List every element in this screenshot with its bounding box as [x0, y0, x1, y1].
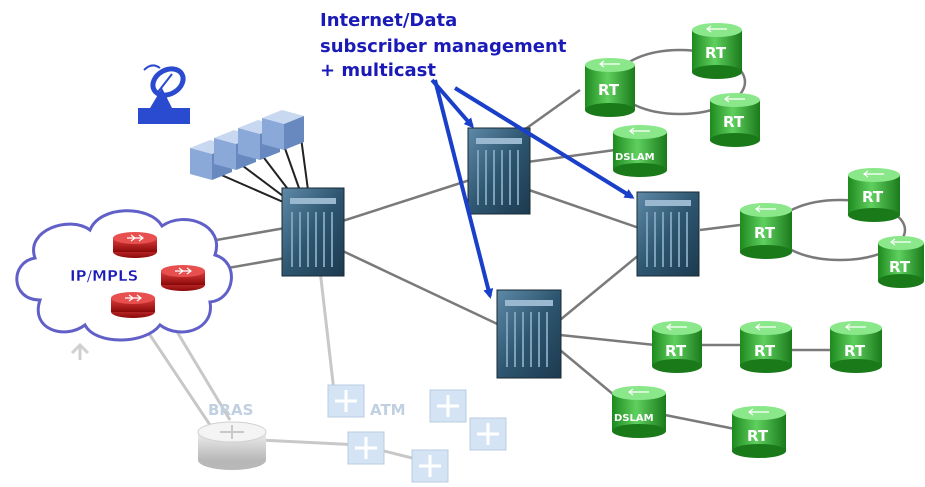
rt-label: RT [862, 188, 884, 206]
rt-label: RT [723, 113, 745, 131]
atm-switch-3 [469, 417, 507, 451]
core-switch-3 [636, 191, 700, 277]
router-red-1 [113, 232, 157, 258]
atm-switch-5 [411, 449, 449, 483]
rt-node-7: RT [652, 321, 702, 373]
rt-label: RT [705, 44, 727, 62]
rt-node-5: RT [848, 168, 900, 222]
router-red-3 [111, 292, 155, 318]
dslam-node-2: DSLAM [612, 386, 666, 438]
rt-node-3: RT [710, 93, 760, 147]
core-switch-1 [281, 187, 345, 277]
atm-switch-1 [327, 384, 365, 418]
bras-label: BRAS [208, 401, 253, 419]
atm-switch-4 [347, 431, 385, 465]
rt-node-1: RT [585, 58, 635, 117]
bras-router [197, 421, 267, 470]
satellite-dish-icon [138, 64, 190, 124]
rt-label: RT [754, 342, 776, 360]
callout-arrows [430, 78, 635, 299]
ip-mpls-cloud [15, 209, 233, 342]
dslam-label: DSLAM [615, 152, 655, 163]
rt-node-10: RT [732, 406, 786, 458]
rt-label: RT [598, 81, 620, 99]
rt-label: RT [844, 342, 866, 360]
rt-label: RT [665, 342, 687, 360]
rt-node-8: RT [740, 321, 792, 373]
rt-label: RT [889, 258, 911, 276]
rt-label: RT [747, 427, 769, 445]
router-red-2 [161, 265, 205, 291]
server-stack [190, 110, 304, 180]
rt-label: RT [754, 224, 776, 242]
callout-line-3: + multicast [320, 60, 436, 81]
core-switch-4 [496, 289, 562, 379]
dslam-node-1: DSLAM [613, 125, 667, 177]
atm-label: ATM [370, 401, 406, 419]
faded-lines [138, 269, 421, 462]
callout-line-1: Internet/Data [320, 10, 457, 31]
cloud-label: IP/MPLS [70, 267, 138, 285]
faded-arrow-icon [70, 342, 90, 360]
rt-node-2: RT [692, 23, 742, 79]
rt-node-9: RT [830, 321, 882, 373]
dslam-label: DSLAM [614, 413, 654, 424]
atm-switch-2 [429, 389, 467, 423]
rt-node-4: RT [740, 203, 792, 259]
core-switch-2 [467, 127, 531, 215]
rt-node-6: RT [878, 236, 924, 288]
callout-line-2: subscriber management [320, 36, 567, 57]
